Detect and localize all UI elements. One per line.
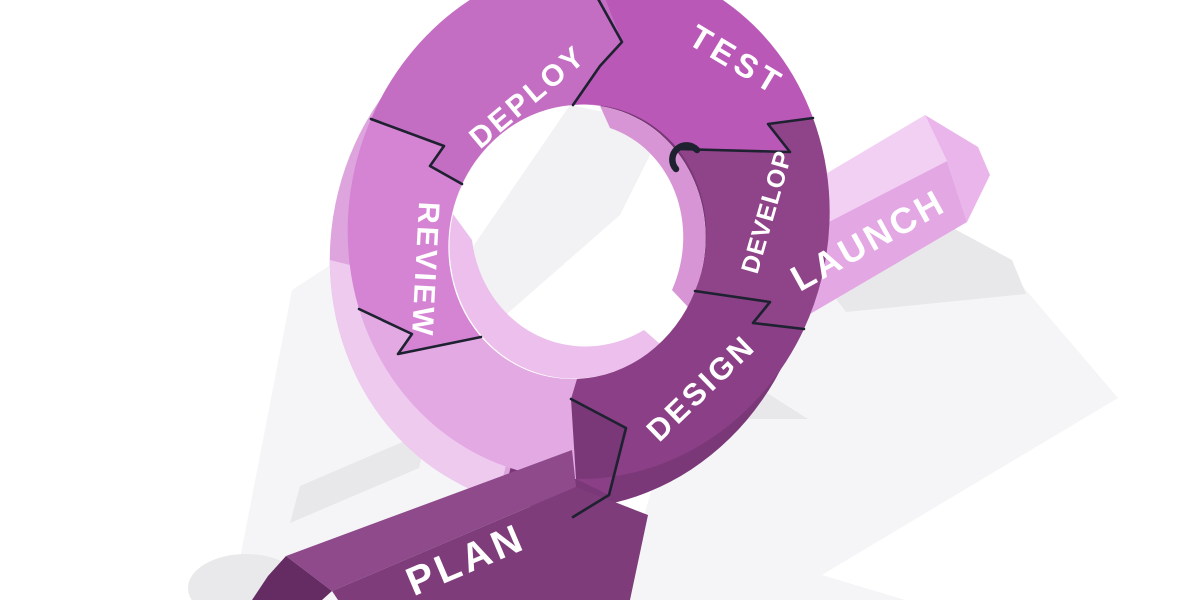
plan-bar — [252, 397, 648, 600]
ring-inner-rim — [600, 106, 706, 307]
junction-design-develop — [693, 289, 806, 331]
plan-bar-top-face — [286, 450, 576, 591]
junction-review-back — [357, 307, 483, 356]
segment-review — [347, 119, 481, 354]
segment-design — [571, 291, 804, 495]
segment-test — [573, 0, 813, 152]
launch-arrow-head-face — [925, 115, 990, 222]
junction-test-deploy — [571, 0, 624, 107]
segment-develop — [678, 118, 830, 329]
bar-shadow-band — [290, 431, 428, 523]
junction-plan-design — [569, 397, 628, 519]
ring-inner-wall — [449, 214, 660, 379]
segment-junctions — [357, 0, 815, 356]
junction-develop-test — [676, 116, 815, 154]
ring-hole-shadow-patch — [450, 105, 665, 320]
plan-bar-front-face — [332, 487, 648, 600]
junction-deploy-review — [369, 117, 464, 186]
label-review: REVIEW — [405, 201, 445, 339]
launch-shadow-band — [816, 220, 1026, 312]
plan-bar-end-cap — [252, 556, 332, 600]
segment-deploy — [371, 0, 622, 184]
loop-ring-hole — [448, 104, 706, 380]
